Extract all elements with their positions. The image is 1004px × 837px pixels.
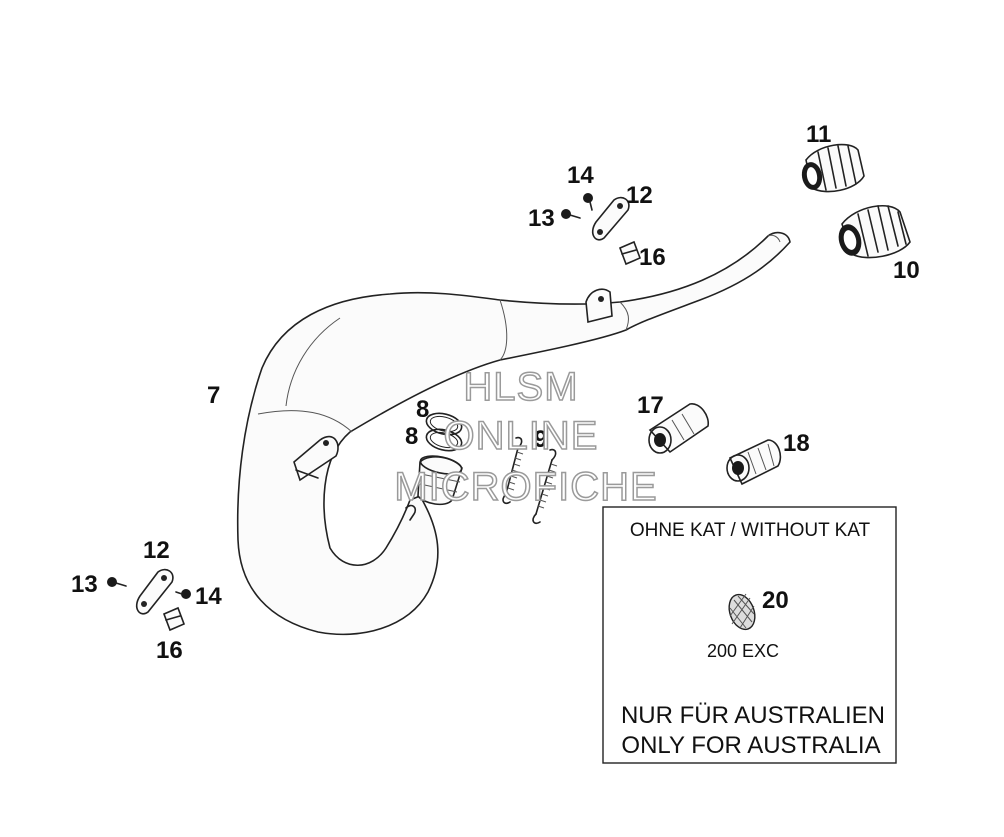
watermark-line-1: HLSM	[463, 365, 578, 409]
label-7: 7	[207, 382, 220, 409]
label-20: 20	[762, 587, 789, 614]
info-box: OHNE KAT / WITHOUT KAT 200 EXC NUR FÜR A…	[602, 506, 897, 764]
label-14-lower: 14	[195, 583, 222, 610]
box-heading: OHNE KAT / WITHOUT KAT	[630, 520, 871, 541]
label-16-lower: 16	[156, 637, 183, 664]
o-ring-upper	[425, 412, 463, 436]
label-13-lower: 13	[71, 571, 98, 598]
label-16-upper: 16	[639, 244, 666, 271]
exhaust-pipe	[236, 231, 791, 636]
screw-14-upper	[583, 193, 593, 211]
watermark: HLSM ONLINE MICROFICHE	[394, 364, 658, 510]
rubber-sleeve-10	[838, 204, 911, 259]
label-12-upper: 12	[626, 182, 653, 209]
insert-17	[648, 403, 710, 454]
label-9: 9	[534, 426, 547, 453]
screw-13-lower	[107, 577, 127, 587]
label-18: 18	[783, 430, 810, 457]
box-note-de: NUR FÜR AUSTRALIEN	[621, 702, 885, 729]
screw-13-upper	[561, 209, 581, 219]
box-model: 200 EXC	[707, 641, 779, 661]
label-8-lower: 8	[405, 423, 418, 450]
spring-left	[502, 436, 524, 505]
exhaust-socket	[417, 455, 463, 506]
label-10: 10	[893, 257, 920, 284]
label-12-lower: 12	[143, 537, 170, 564]
screen-part-20	[728, 593, 756, 631]
box-note-en: ONLY FOR AUSTRALIA	[621, 732, 880, 759]
bracket-lower	[135, 568, 174, 615]
clip-nut-16-upper	[618, 240, 642, 266]
label-8-upper: 8	[416, 396, 429, 423]
screw-14-lower	[175, 589, 191, 599]
o-ring-lower	[425, 428, 463, 452]
spring-right	[532, 448, 558, 525]
label-14-upper: 14	[567, 162, 594, 189]
label-13-upper: 13	[528, 205, 555, 232]
bracket-upper	[591, 196, 630, 241]
watermark-line-2: ONLINE	[444, 414, 599, 458]
clip-nut-16-lower	[162, 606, 186, 632]
rubber-sleeve-11	[801, 143, 865, 193]
watermark-line-3: MICROFICHE	[394, 465, 657, 509]
label-11: 11	[806, 121, 831, 148]
insert-18	[726, 439, 782, 486]
label-17: 17	[637, 392, 664, 419]
